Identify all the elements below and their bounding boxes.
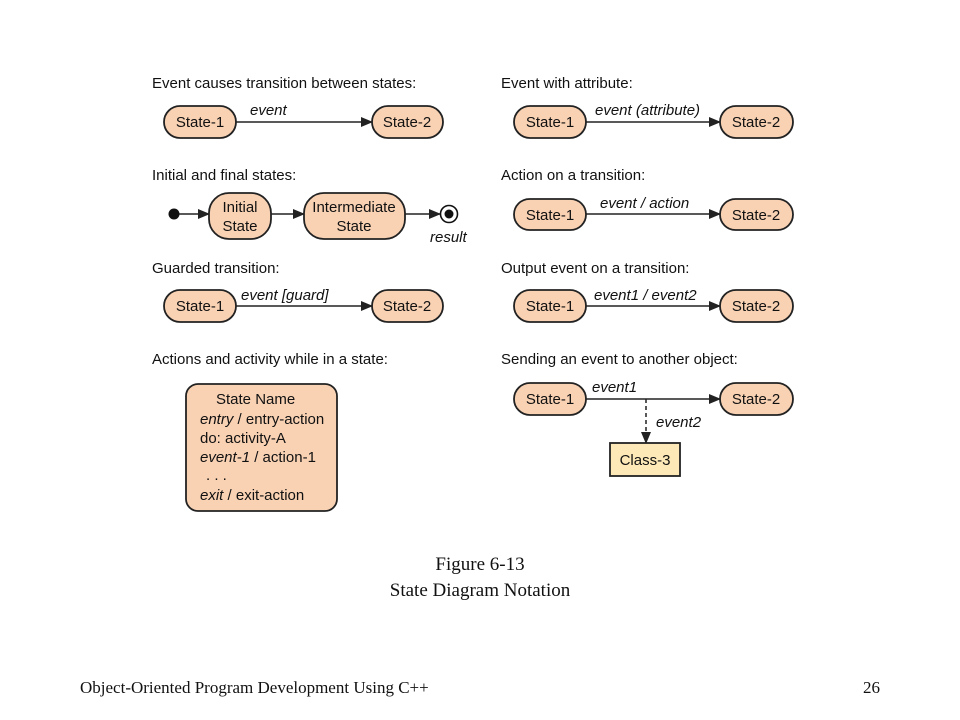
heading-attribute: Event with attribute: [501,75,633,92]
state-label: State-1 [526,391,574,408]
figure-title: State Diagram Notation [389,580,571,601]
row-text: / action-1 [250,449,316,466]
event-label: event1 / event2 [594,287,697,304]
panel-initial-final: Initial and final states: Initial State … [152,167,468,246]
state-label: State-2 [383,114,431,131]
state-label: State-1 [526,298,574,315]
initial-state-dot [168,208,180,220]
final-state-core [444,209,454,219]
state-label: State-2 [732,114,780,131]
state-box [371,289,444,323]
state-box [303,192,406,240]
state-label: State-1 [526,114,574,131]
row-keyword: entry [200,411,235,428]
panel-attribute: Event with attribute: State-1 event (att… [501,75,794,139]
activity-row: do: activity-A [200,430,286,447]
activity-row: event-1 / action-1 [200,449,316,466]
panel-sending: Sending an event to another object: Stat… [501,351,794,477]
row-text: / entry-action [233,411,324,428]
heading-transition: Event causes transition between states: [152,75,416,92]
row-keyword: event-1 [200,449,250,466]
state-box [719,105,794,139]
activity-row: . . . [206,467,227,484]
state-label: State-2 [732,298,780,315]
panel-output: Output event on a transition: State-1 ev… [501,260,794,323]
class-box [609,442,681,477]
state-box [719,198,794,231]
activity-row: exit / exit-action [200,487,304,504]
event-label: event (attribute) [595,102,700,119]
row-text: do: activity-A [200,430,286,447]
final-state-label: result [430,229,468,246]
state-box [371,105,444,139]
event-label: event [guard] [241,287,329,304]
panel-transition: Event causes transition between states: … [152,75,444,139]
heading-guarded: Guarded transition: [152,260,280,277]
event-label: event [250,102,288,119]
state-label: State [222,218,257,235]
panel-activity: Actions and activity while in a state: S… [152,351,388,512]
state-label: State-1 [176,298,224,315]
sent-event-label: event2 [656,414,702,431]
heading-activity: Actions and activity while in a state: [152,351,388,368]
state-name: State Name [216,391,295,408]
state-label: State-1 [176,114,224,131]
heading-output: Output event on a transition: [501,260,689,277]
state-label: State-2 [383,298,431,315]
state-box [208,192,272,240]
activity-row: entry / entry-action [200,411,324,428]
heading-action: Action on a transition: [501,167,645,184]
class-label: Class-3 [620,452,671,469]
state-label: State-2 [732,391,780,408]
event-label: event1 [592,379,637,396]
state-label: Intermediate [312,199,395,216]
state-label: Initial [222,199,257,216]
row-keyword: exit [200,487,224,504]
page-number: 26 [863,678,880,697]
state-box [719,289,794,323]
panel-action: Action on a transition: State-1 event / … [501,167,794,231]
state-box [185,383,338,512]
figure-number: Figure 6-13 [435,554,525,575]
row-text: . . . [206,467,227,484]
panel-guarded: Guarded transition: State-1 event [guard… [152,260,444,323]
state-label: State-1 [526,207,574,224]
state-label: State [336,218,371,235]
state-label: State-2 [732,207,780,224]
heading-initial-final: Initial and final states: [152,167,296,184]
heading-sending: Sending an event to another object: [501,351,738,368]
row-text: / exit-action [223,487,304,504]
event-label: event / action [600,195,689,212]
state-box [719,382,794,416]
footer-title: Object-Oriented Program Development Usin… [80,678,429,697]
